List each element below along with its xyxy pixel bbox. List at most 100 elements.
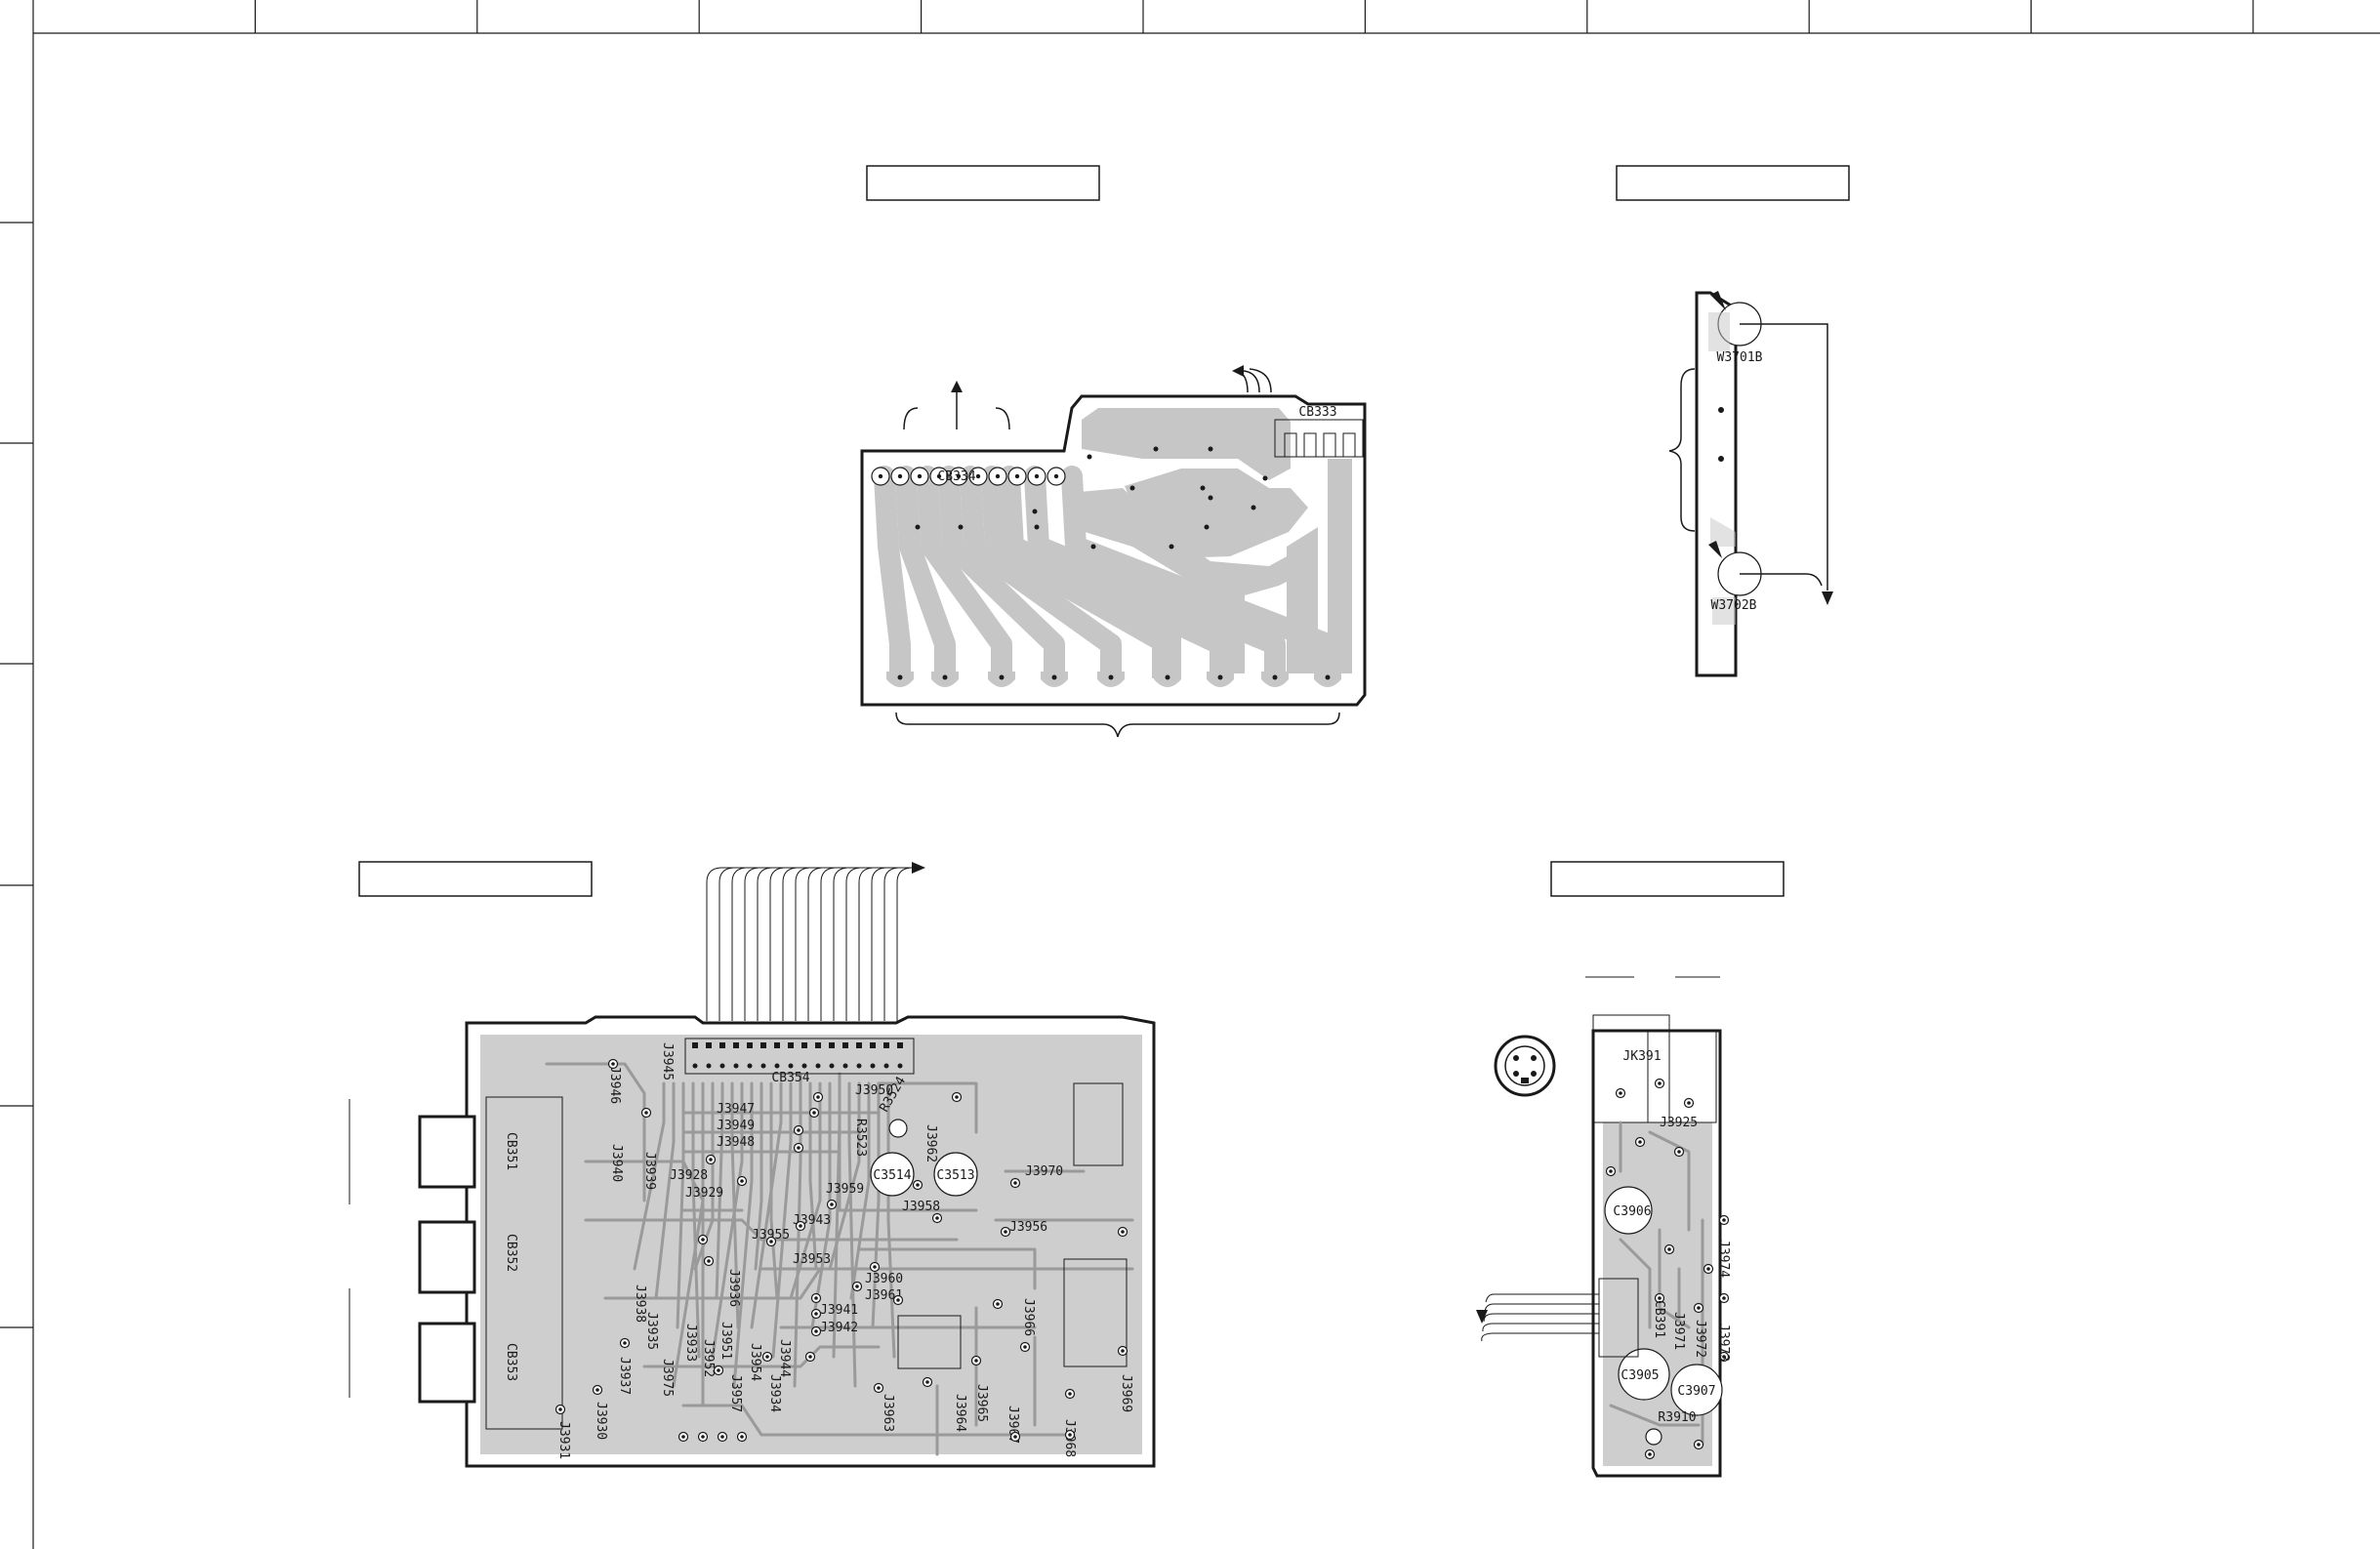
side-connector-label: CB352 — [504, 1234, 518, 1272]
jumper-label: J3952 — [701, 1339, 716, 1377]
jumper-label: J3946 — [607, 1066, 622, 1104]
cb333-connector: CB333 — [1274, 405, 1364, 458]
s-video-connector-icon — [1494, 1035, 1556, 1097]
jumper-label: J3929 — [685, 1186, 723, 1201]
panel-title-box-d — [1550, 861, 1785, 897]
jumper-label: J3941 — [820, 1303, 858, 1318]
jumper-label: J3963 — [881, 1394, 895, 1432]
jumper-label: J3950 — [855, 1083, 893, 1098]
panel-title-box-c — [358, 861, 593, 897]
jumper-label: J3949 — [717, 1119, 755, 1133]
jumper-label: J3942 — [820, 1321, 858, 1335]
jk391-outline — [1592, 1014, 1670, 1123]
jumper-label: J3955 — [752, 1228, 790, 1243]
jumper-label: J3972 — [1693, 1320, 1707, 1358]
board-c-vias — [554, 1058, 1128, 1443]
panel-title-box-a — [866, 165, 1100, 201]
jumper-label: J3957 — [728, 1374, 743, 1412]
board-c-side-jacks — [349, 1096, 563, 1430]
jumper-label: J3959 — [826, 1182, 864, 1197]
zone-ticks-top — [254, 0, 2254, 33]
jumper-label: J3973 — [1716, 1324, 1731, 1362]
ic-footprint-lower — [897, 1315, 962, 1369]
cb333-label: CB333 — [1298, 405, 1336, 420]
board-c-capacitors: C3514 C3513 — [870, 1119, 978, 1197]
resistor-label: R3523 — [853, 1119, 868, 1157]
jumper-label: J3939 — [642, 1152, 657, 1190]
jumper-label: J3956 — [1009, 1220, 1047, 1235]
cb354-ribbon — [706, 867, 918, 1021]
cb334-label: CB334 — [937, 469, 975, 484]
c3905-body — [1618, 1348, 1670, 1401]
jk391-label: JK391 — [1622, 1049, 1661, 1064]
jack-cb353 — [418, 1322, 476, 1404]
jumper-label: J3966 — [1021, 1298, 1036, 1336]
jumper-label: J3947 — [717, 1102, 755, 1117]
jumper-label: J3936 — [726, 1269, 741, 1307]
cb354-header: CB354 — [684, 862, 925, 1085]
jumper-label: J3931 — [556, 1421, 571, 1459]
jumper-label: J3948 — [717, 1135, 755, 1150]
w3701b-label: W3701B — [1717, 350, 1763, 365]
jumper-label: J3974 — [1716, 1240, 1731, 1278]
jumper-label: J3951 — [718, 1322, 733, 1360]
board-d-traces — [1605, 1078, 1730, 1460]
c3907-label: C3907 — [1677, 1384, 1715, 1399]
jumper-label: J3935 — [644, 1312, 659, 1350]
cb354-label: CB354 — [771, 1071, 809, 1085]
w3702b-marker-icon — [1708, 541, 1722, 558]
jumper-label: J3962 — [923, 1124, 938, 1162]
cb391-leads — [1481, 1293, 1599, 1342]
zone-ticks-left — [0, 222, 33, 1328]
c3906-label: C3906 — [1613, 1204, 1651, 1219]
jumper-label: J3970 — [1025, 1164, 1063, 1179]
jumper-label: J3944 — [777, 1339, 792, 1377]
side-connector-label: CB351 — [504, 1132, 518, 1170]
w3702b-label: W3702B — [1711, 598, 1757, 613]
c3513-label: C3513 — [936, 1168, 974, 1183]
board-b: W3701B W3702B — [1668, 291, 1833, 677]
cb391-outline — [1598, 1278, 1639, 1358]
side-connector-label: CB353 — [504, 1343, 518, 1381]
r3910-label: R3910 — [1658, 1410, 1696, 1425]
jumper-label: J3965 — [974, 1384, 989, 1422]
jumper-label: J3969 — [1119, 1374, 1133, 1412]
jack-cb352 — [418, 1220, 476, 1294]
jumper-label: J3945 — [660, 1042, 675, 1080]
jumper-label: J3960 — [865, 1272, 903, 1286]
panel-title-box-b — [1616, 165, 1850, 201]
board-a-annotations — [895, 365, 1340, 738]
jumper-label: J3937 — [617, 1357, 632, 1395]
jumper-label: J3930 — [594, 1402, 608, 1440]
jumper-label: J3953 — [793, 1252, 831, 1267]
board-c: CB354 C3514 C3513 J3945J3946J3947J3949J3… — [349, 862, 1156, 1468]
board-a: CB333 CB334 — [860, 365, 1367, 738]
cb391-label: CB391 — [1652, 1300, 1666, 1338]
jumper-label: J3971 — [1671, 1312, 1686, 1350]
board-d: JK391 C3906 C3905 C3907 CB391 R3910 J392… — [1476, 976, 1731, 1478]
ic-footprint-right — [1063, 1258, 1128, 1367]
c3907-body — [1670, 1364, 1723, 1416]
board-c-traces — [545, 1062, 1134, 1456]
w3701b-marker-icon — [1710, 291, 1726, 310]
ic-footprint-upper — [1073, 1082, 1124, 1166]
jumper-label: J3964 — [953, 1394, 967, 1432]
jumper-label: J3925 — [1660, 1116, 1698, 1130]
c3514-label: C3514 — [873, 1168, 911, 1183]
jack-cb351 — [418, 1115, 476, 1189]
c3905-label: C3905 — [1621, 1368, 1659, 1383]
jumper-label: J3975 — [660, 1359, 675, 1397]
jumper-label: J3933 — [683, 1324, 698, 1362]
c3514-body — [870, 1152, 915, 1197]
c3513-body — [933, 1152, 978, 1197]
board-a-pads — [871, 446, 1331, 680]
c3906-body — [1604, 1186, 1653, 1235]
jumper-label: J3938 — [633, 1284, 647, 1323]
jumper-label: J3940 — [609, 1144, 624, 1182]
jumper-label: J3954 — [748, 1343, 762, 1381]
board-c-ic-footprints — [897, 1082, 1128, 1369]
